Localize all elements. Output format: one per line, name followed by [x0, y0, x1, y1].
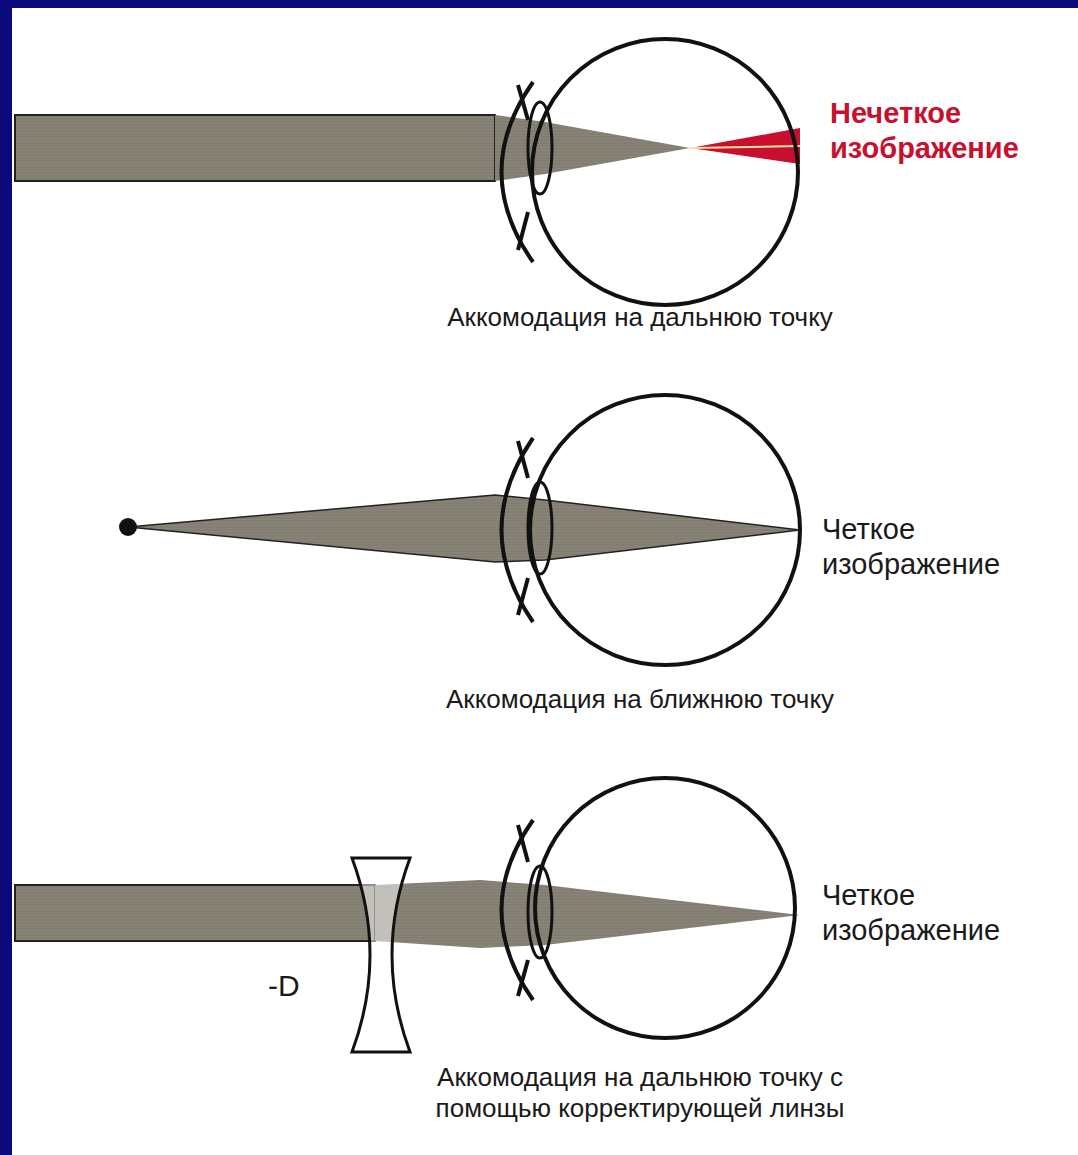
image-label: Нечеткое изображение	[830, 96, 1062, 166]
concave-lens	[352, 858, 410, 1052]
image-label: Четкое изображение	[822, 878, 1052, 948]
eye-near	[119, 395, 800, 665]
caption: Аккомодация на дальнюю точку с помощью к…	[390, 1062, 890, 1124]
eye-corrected	[15, 778, 800, 1052]
caption: Аккомодация на дальнюю точку	[360, 302, 920, 333]
lens-power: -D	[268, 968, 328, 1004]
image-label: Четкое изображение	[822, 512, 1052, 582]
caption: Аккомодация на ближнюю точку	[360, 684, 920, 715]
eye-far	[15, 39, 800, 305]
